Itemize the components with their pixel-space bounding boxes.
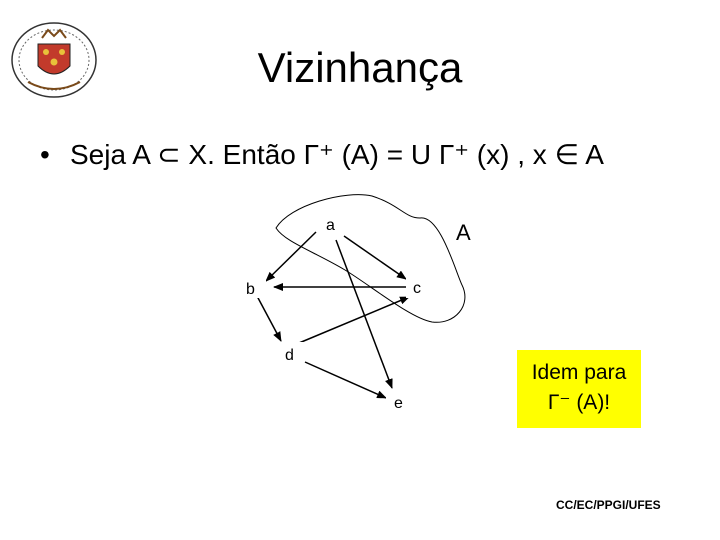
node-d: d: [285, 347, 294, 364]
footer-credit: CC/EC/PPGI/UFES: [556, 498, 661, 512]
edge-a-c: [343, 235, 407, 280]
note-box: Idem para Γ⁻ (A)!: [517, 350, 641, 428]
edge-b-d: [256, 295, 282, 342]
university-seal-logo: [11, 22, 97, 98]
node-b-box: [240, 276, 266, 298]
bullet-text: Seja A ⊂ X. Então Γ⁺ (A) = U Γ⁺ (x) , x …: [70, 139, 604, 170]
node-e: e: [394, 395, 403, 412]
node-a: a: [326, 217, 335, 234]
bullet-definition: • Seja A ⊂ X. Então Γ⁺ (A) = U Γ⁺ (x) , x…: [40, 138, 604, 171]
edge-a-b: [265, 231, 317, 282]
node-e-box: [386, 390, 414, 414]
node-c-box: [406, 276, 432, 298]
node-b: b: [246, 281, 255, 298]
note-line-2: Γ⁻ (A)!: [547, 391, 611, 414]
set-a-boundary: [275, 194, 466, 323]
edge-d-e: [304, 361, 387, 399]
set-a-label: A: [456, 220, 471, 245]
edge-a-e: [335, 239, 393, 389]
node-c: c: [413, 280, 421, 297]
node-a-box: [318, 212, 344, 236]
bullet-marker: •: [40, 139, 50, 170]
note-line-1: Idem para: [531, 361, 627, 384]
slide-title: Vizinhança: [257, 44, 463, 91]
node-d-box: [278, 342, 304, 366]
edge-d-c: [298, 296, 410, 344]
